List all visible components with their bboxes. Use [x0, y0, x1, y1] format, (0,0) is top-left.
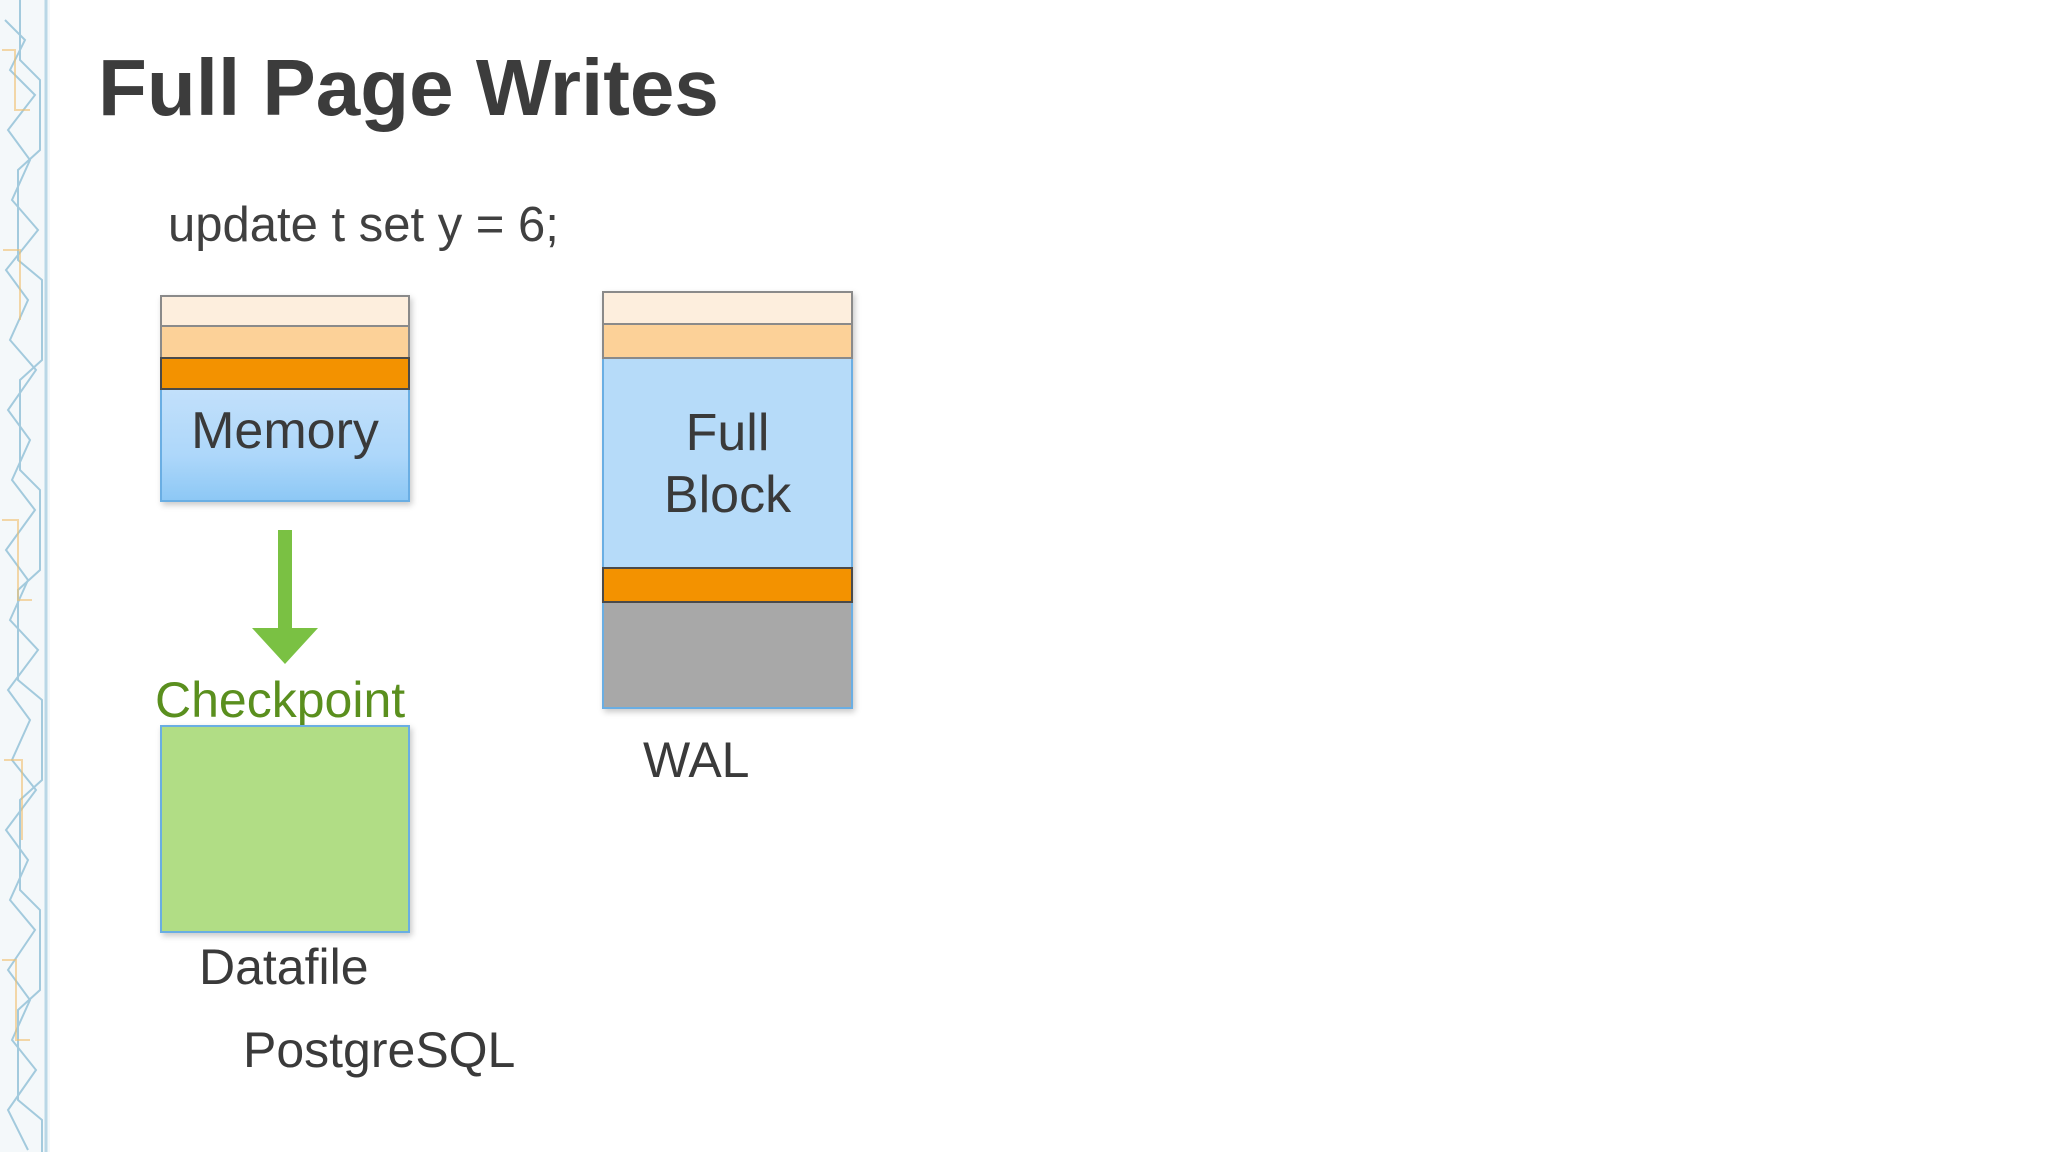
wal-label: WAL: [643, 732, 750, 788]
memory-strip-peach: [160, 327, 410, 359]
memory-block: Memory: [160, 390, 410, 502]
wal-strip-light: [602, 291, 853, 325]
wal-strip-orange: [602, 567, 853, 603]
checkpoint-arrow-icon: [252, 530, 318, 664]
memory-strip-orange: [160, 357, 410, 390]
datafile-block: [160, 725, 410, 933]
slide-title: Full Page Writes: [98, 43, 719, 132]
postgresql-label: PostgreSQL: [243, 1022, 516, 1078]
datafile-label: Datafile: [199, 939, 369, 995]
full-block-line-2: Block: [663, 466, 792, 524]
wal-full-block: Full Block: [602, 359, 853, 569]
wal-free-space: [602, 603, 853, 709]
decorative-circuit-strip: [0, 0, 50, 1152]
sql-statement: update t set y = 6;: [168, 198, 559, 252]
memory-strip-light: [160, 295, 410, 327]
checkpoint-label: Checkpoint: [155, 672, 406, 728]
full-block-line-1: Full: [685, 404, 770, 462]
full-block-label: Full Block: [664, 402, 791, 526]
memory-label: Memory: [191, 402, 379, 460]
wal-strip-peach: [602, 325, 853, 359]
